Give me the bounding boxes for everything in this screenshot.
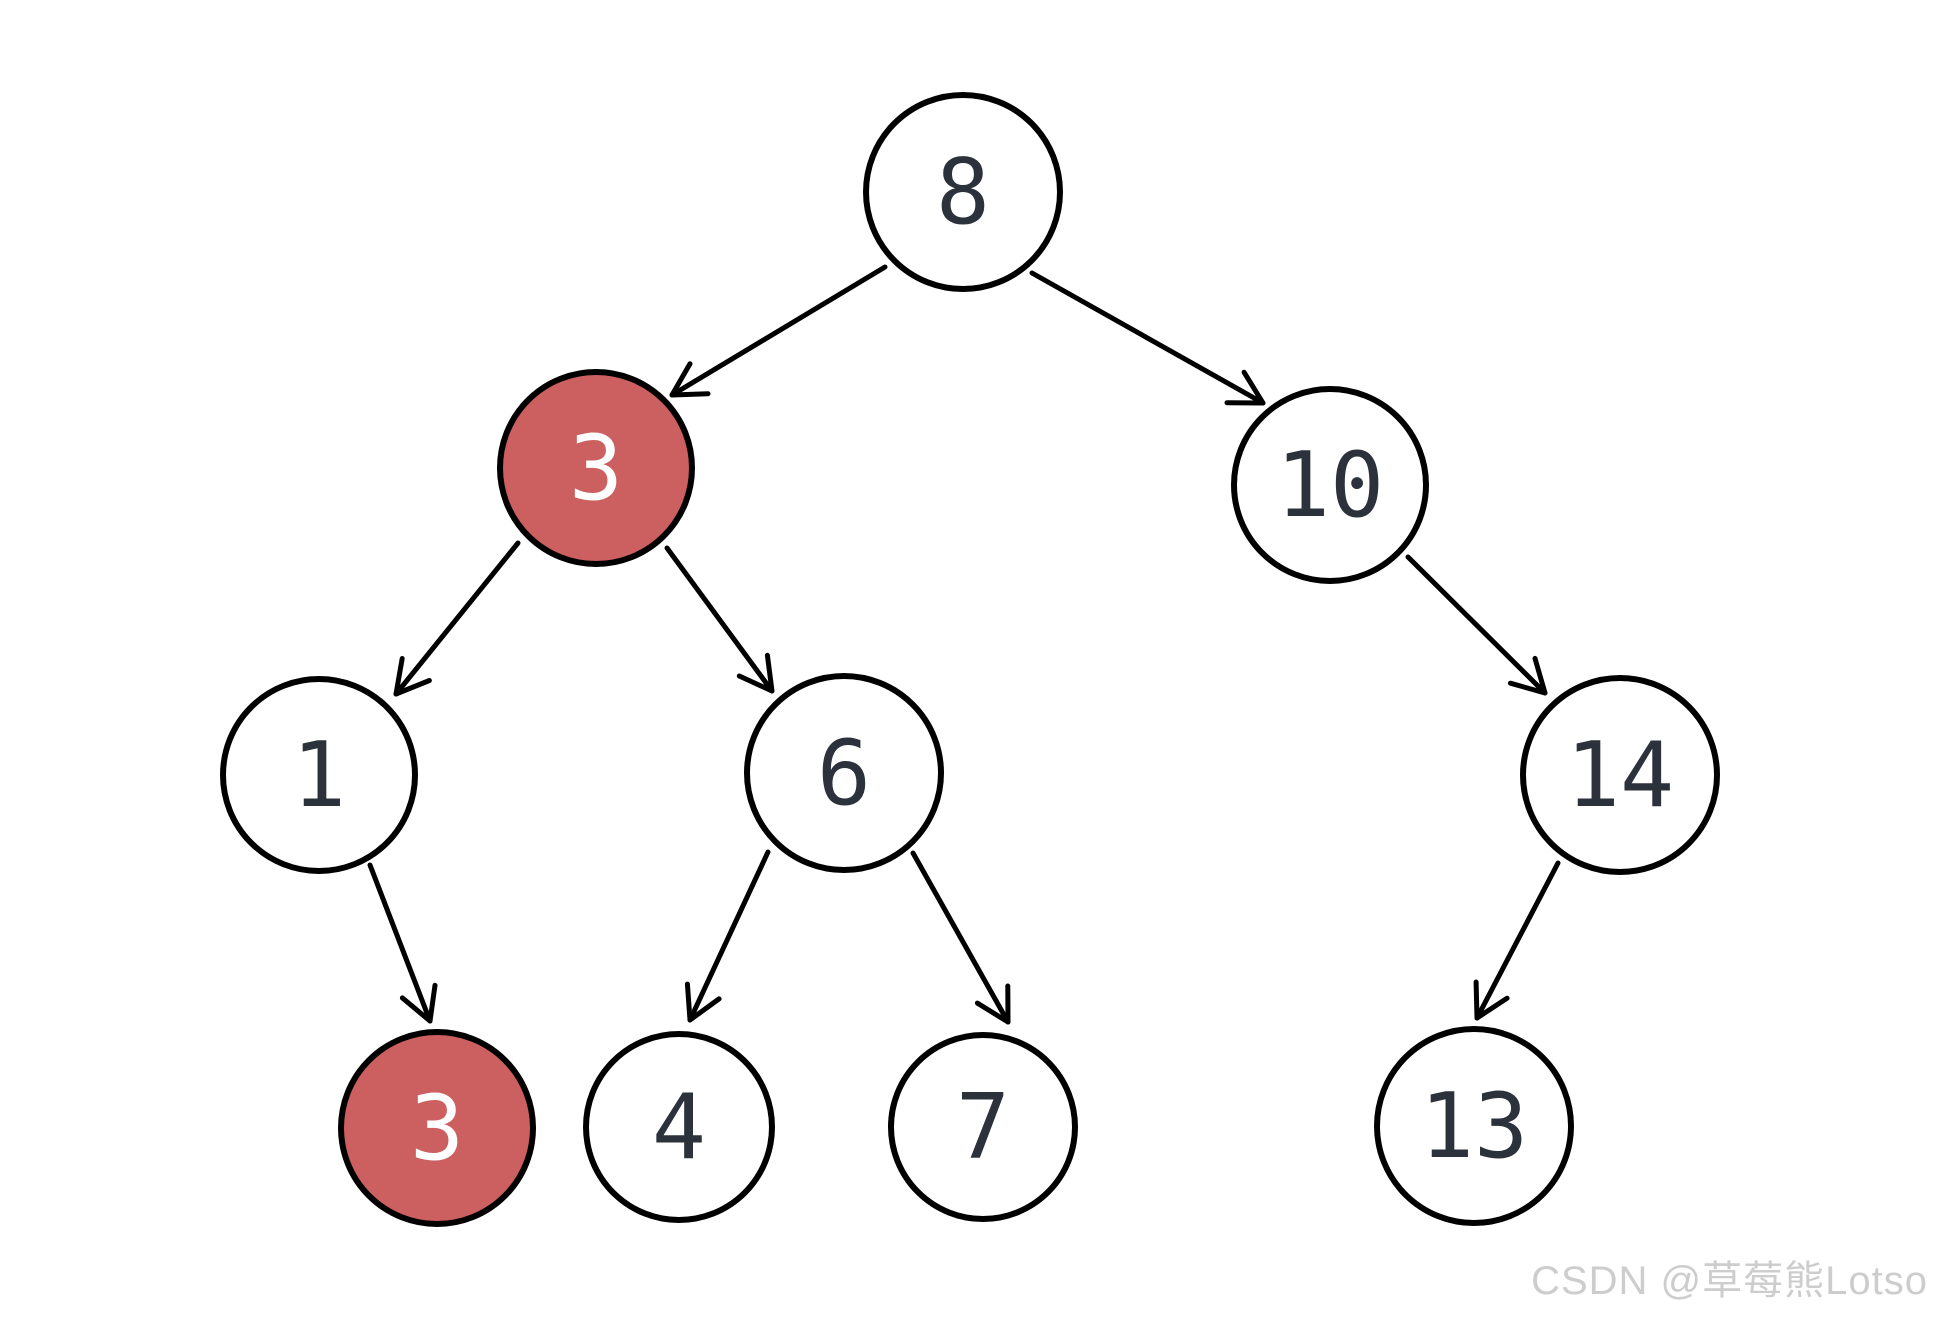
node-circle-8	[863, 92, 1063, 292]
tree-node-6: 6	[744, 673, 944, 873]
arrowhead-14-13	[1473, 979, 1510, 1021]
edge-14-13	[1474, 860, 1561, 1021]
node-label-10: 10	[1276, 433, 1384, 538]
arrowhead-3a-1	[393, 656, 432, 697]
node-label-3a: 3	[569, 416, 623, 521]
node-label-13: 13	[1420, 1074, 1528, 1179]
edge-3a-6	[664, 545, 775, 694]
arrowhead-6-7	[974, 983, 1011, 1025]
edge-6-4	[687, 849, 771, 1023]
node-label-1: 1	[292, 723, 346, 828]
node-circle-6	[744, 673, 944, 873]
node-circle-14	[1520, 675, 1720, 875]
tree-node-7: 7	[888, 1032, 1078, 1222]
node-circle-7	[888, 1032, 1078, 1222]
node-label-7: 7	[956, 1075, 1010, 1180]
tree-node-10: 10	[1231, 386, 1429, 584]
arrowhead-6-4	[684, 981, 722, 1023]
edge-1-3b	[367, 862, 433, 1024]
node-circle-4	[583, 1031, 775, 1223]
node-label-6: 6	[817, 721, 871, 826]
node-circle-3b	[338, 1029, 536, 1227]
tree-node-1: 1	[220, 676, 418, 874]
edge-10-14	[1405, 554, 1548, 696]
node-circle-3a	[497, 369, 695, 567]
tree-node-3b: 3	[338, 1029, 536, 1227]
node-circle-1	[220, 676, 418, 874]
edge-8-10	[1029, 270, 1266, 406]
arrowhead-10-14	[1507, 655, 1548, 696]
node-label-8: 8	[936, 140, 990, 245]
arrowhead-8-10	[1224, 369, 1266, 406]
node-label-14: 14	[1566, 723, 1674, 828]
edge-6-7	[910, 850, 1011, 1025]
tree-node-4: 4	[583, 1031, 775, 1223]
tree-node-8: 8	[863, 92, 1063, 292]
tree-node-3a: 3	[497, 369, 695, 567]
edge-3a-1	[393, 540, 521, 697]
tree-node-13: 13	[1374, 1026, 1574, 1226]
node-label-4: 4	[652, 1075, 706, 1180]
edge-8-3a	[669, 264, 888, 398]
arrowhead-3a-6	[736, 652, 775, 694]
arrowhead-8-3a	[669, 361, 711, 398]
node-circle-13	[1374, 1026, 1574, 1226]
node-label-3b: 3	[410, 1076, 464, 1181]
tree-node-14: 14	[1520, 675, 1720, 875]
node-circle-10	[1231, 386, 1429, 584]
arrowhead-1-3b	[399, 982, 438, 1024]
csdn-watermark: CSDN @草莓熊Lotso	[1531, 1259, 1928, 1303]
